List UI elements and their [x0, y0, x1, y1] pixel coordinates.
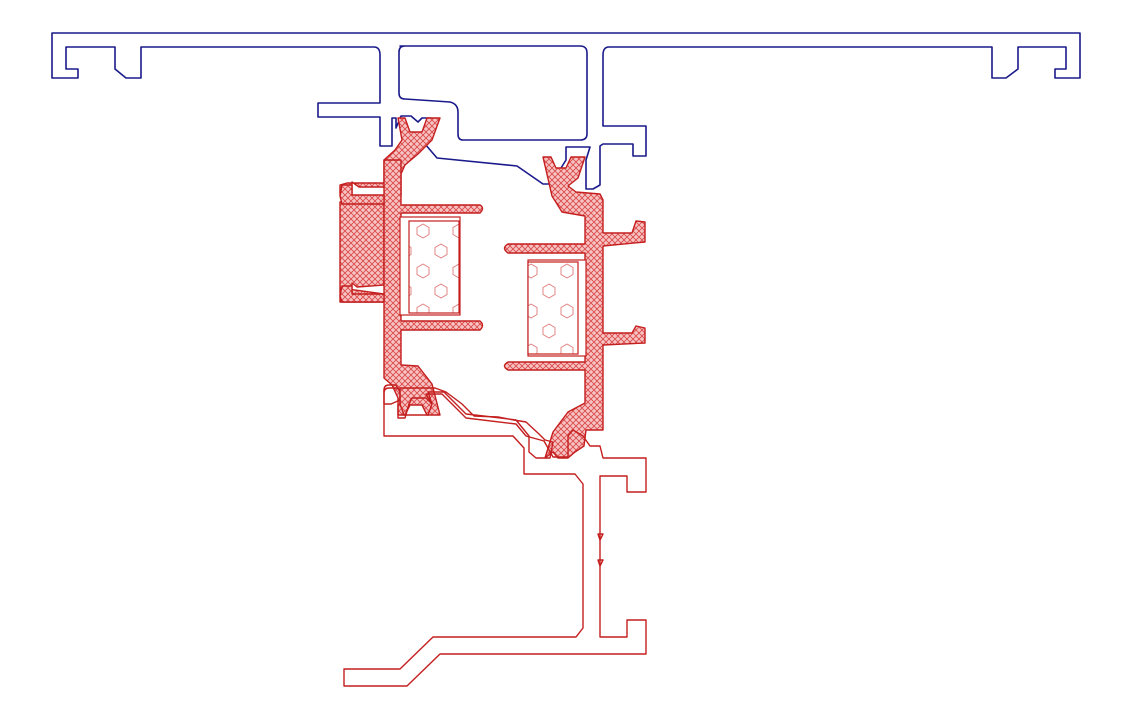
- thermal-break-right-body: [503, 156, 646, 459]
- thermal-break-left: [339, 117, 484, 416]
- lower-mullion-profile: [343, 384, 647, 687]
- upper-transom-profile: [51, 32, 1081, 190]
- lower-profile-body: [343, 387, 647, 687]
- lower-profile-outline: [383, 384, 554, 459]
- upper-profile-inner-chamber: [398, 45, 588, 141]
- insulation-right-fill: [527, 261, 579, 355]
- thermal-break-left-web: [383, 159, 484, 416]
- thermal-break-right: [503, 156, 646, 459]
- lower-profile-notch: [597, 533, 604, 567]
- thermal-break-left-flanges: [339, 184, 385, 303]
- insulation-insert-right: [527, 259, 587, 357]
- insulation-left-fill: [408, 220, 460, 314]
- upper-profile-outline: [51, 32, 1081, 190]
- insulation-insert-left: [399, 216, 461, 316]
